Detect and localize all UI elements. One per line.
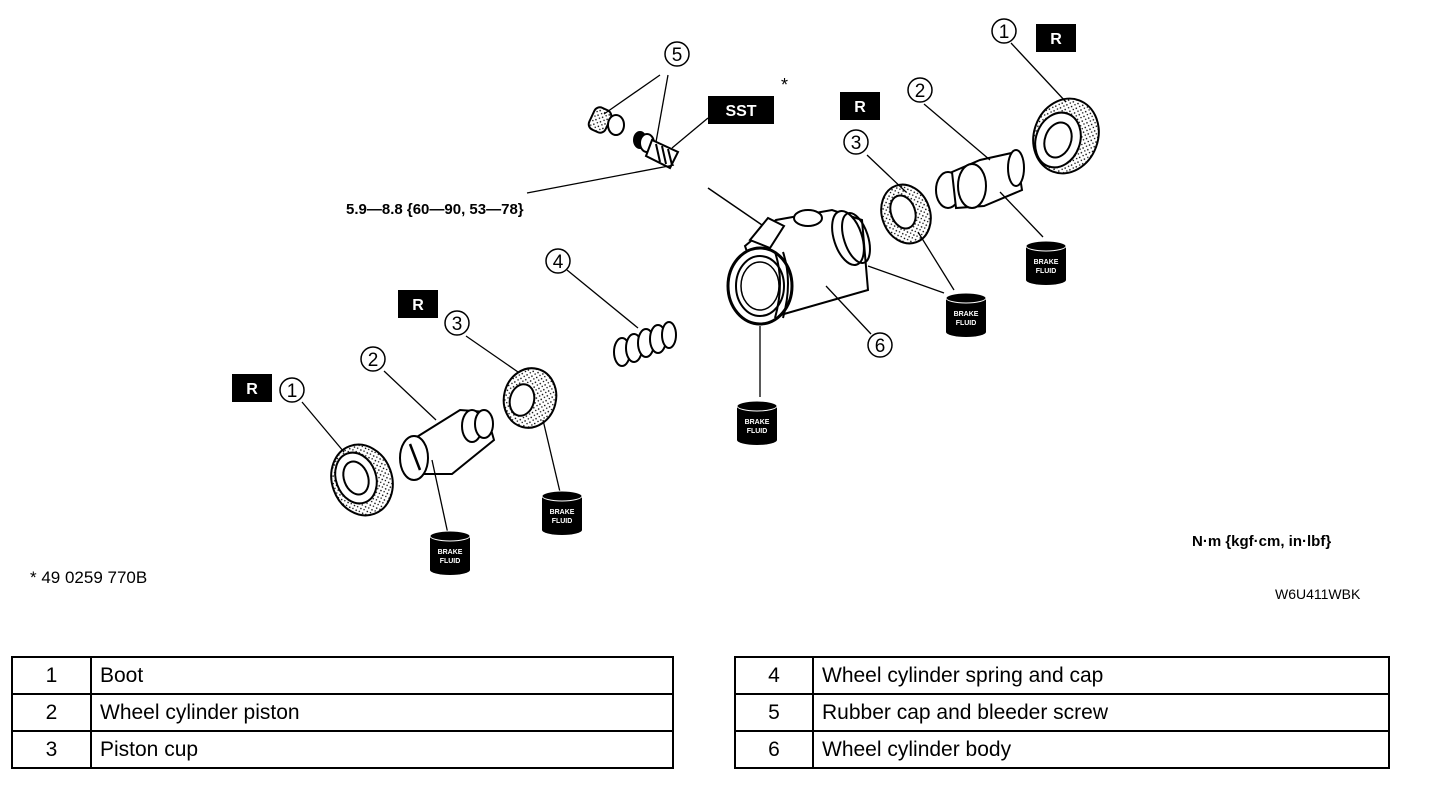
brake-fluid-icon: BRAKE FLUID [945,292,987,338]
callout-1-left: 1 [279,377,305,403]
parts-table-right: 4 Wheel cylinder spring and cap 5 Rubber… [734,656,1390,769]
wheel-cylinder-body [707,187,871,326]
callout-3-right: 3 [843,129,869,155]
bleeder-screw-group [587,106,680,170]
part-name: Piston cup [90,730,674,769]
brake-fluid-icon: BRAKE FLUID [736,400,778,446]
callout-2-left: 2 [360,346,386,372]
svg-text:2: 2 [915,81,926,102]
part-name: Wheel cylinder spring and cap [812,656,1390,695]
sst-badge-label: SST [725,103,756,120]
svg-text:FLUID: FLUID [552,518,573,525]
part-number: 6 [734,730,814,769]
svg-text:R: R [412,297,424,314]
table-row: 4 Wheel cylinder spring and cap [734,656,1390,695]
svg-text:4: 4 [553,252,564,273]
svg-text:3: 3 [452,314,463,335]
part-name: Boot [90,656,674,695]
piston-cup-left [502,367,558,429]
table-row: 5 Rubber cap and bleeder screw [734,693,1390,732]
svg-text:1: 1 [999,22,1010,43]
part-number: 4 [734,656,814,695]
wheel-cylinder-spring [613,321,677,367]
part-number: 5 [734,693,814,732]
svg-text:FLUID: FLUID [747,428,768,435]
replace-badge-cup-left: R [398,290,438,318]
svg-text:2: 2 [368,350,379,371]
callout-4: 4 [545,248,571,274]
table-row: 1 Boot [11,656,674,695]
piston-cup-right [880,183,932,245]
svg-text:R: R [1050,31,1062,48]
svg-text:BRAKE: BRAKE [745,419,770,426]
svg-text:1: 1 [287,381,298,402]
part-name: Wheel cylinder piston [90,693,674,732]
svg-text:FLUID: FLUID [956,320,977,327]
svg-text:R: R [854,99,866,116]
sst-badge [708,96,774,124]
svg-text:FLUID: FLUID [440,558,461,565]
brake-fluid-icon: BRAKE FLUID [541,490,583,536]
svg-text:BRAKE: BRAKE [550,509,575,516]
replace-badge-boot-right: R [1036,24,1076,52]
part-name: Rubber cap and bleeder screw [812,693,1390,732]
exploded-view-diagram: SST * 5.9—8.8 {60—90, 53—78} [232,18,1100,576]
replace-badge-cup-right: R [840,92,880,120]
callout-6: 6 [867,332,893,358]
parts-table-left: 1 Boot 2 Wheel cylinder piston 3 Piston … [11,656,674,769]
part-number: 2 [11,693,92,732]
units-note: N·m {kgf·cm, in·lbf} [1192,533,1332,550]
svg-text:3: 3 [851,133,862,154]
svg-text:5: 5 [672,45,683,66]
table-row: 6 Wheel cylinder body [734,730,1390,769]
torque-spec: 5.9—8.8 {60—90, 53—78} [346,201,524,218]
svg-text:BRAKE: BRAKE [438,549,463,556]
table-row: 2 Wheel cylinder piston [11,693,674,732]
callout-2-right: 2 [907,77,933,103]
table-row: 3 Piston cup [11,730,674,769]
callout-3-left: 3 [444,310,470,336]
part-number: 3 [11,730,92,769]
sst-asterisk: * [781,75,788,95]
wheel-cylinder-piston-right [935,149,1025,210]
brake-fluid-icon: BRAKE FLUID [429,530,471,576]
callout-1-right: 1 [991,18,1017,44]
svg-text:6: 6 [875,336,886,357]
boot-left [330,443,394,517]
svg-text:R: R [246,381,258,398]
callout-5: 5 [664,41,690,67]
part-name: Wheel cylinder body [812,730,1390,769]
wheel-cylinder-piston-left [399,408,496,481]
svg-text:BRAKE: BRAKE [954,311,979,318]
svg-text:BRAKE: BRAKE [1034,259,1059,266]
figure-code: W6U411WBK [1275,586,1361,602]
part-number: 1 [11,656,92,695]
svg-text:FLUID: FLUID [1036,268,1057,275]
boot-right [1032,97,1100,175]
replace-badge-boot-left: R [232,374,272,402]
sst-part-number-note: * 49 0259 770B [30,568,148,587]
brake-fluid-icon: BRAKE FLUID [1025,240,1067,286]
